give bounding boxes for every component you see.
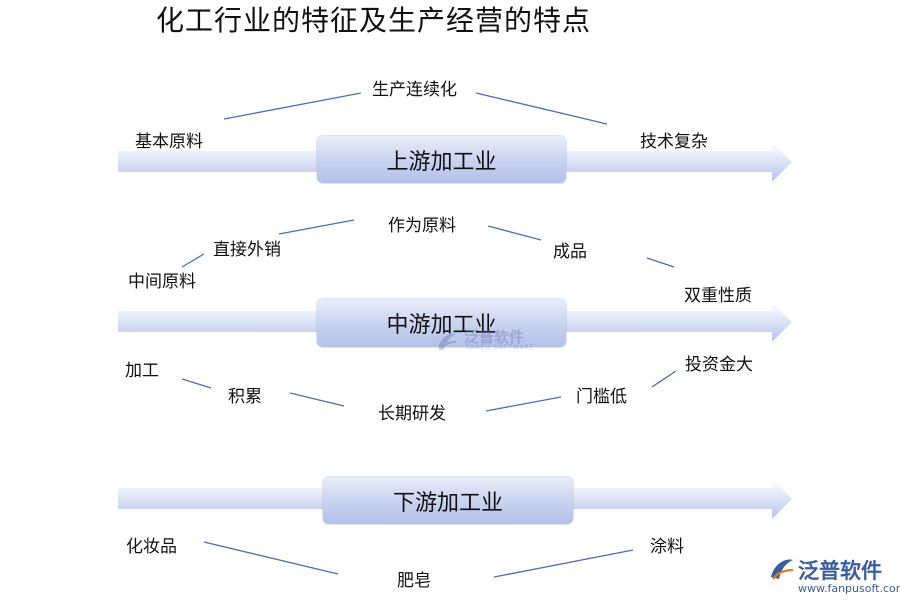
label-investment-large: 投资金大 <box>685 355 753 375</box>
watermark: 泛普软件 FANPU SOFTWARE <box>434 326 544 356</box>
label-basic-raw-material: 基本原料 <box>135 132 203 152</box>
brand-logo: 泛普软件 www.fanpusoft.com <box>768 553 900 600</box>
label-low-threshold: 门槛低 <box>576 387 627 407</box>
brand-logo-text: 泛普软件 <box>798 559 882 583</box>
label-dual-nature: 双重性质 <box>684 286 752 306</box>
downstream-label: 下游加工业 <box>392 490 503 516</box>
line-direct-sales <box>181 253 205 268</box>
line-cosmetics <box>203 541 339 575</box>
line-raw-right <box>487 225 542 241</box>
line-investment <box>651 370 677 388</box>
label-intermediate-raw-material: 中间原料 <box>128 272 196 292</box>
line-finished <box>646 257 675 268</box>
page-title: 化工行业的特征及生产经营的特点 <box>156 4 592 37</box>
watermark-text: 泛普软件 <box>464 328 525 346</box>
label-long-term-rd: 长期研发 <box>378 404 446 424</box>
label-finished-product: 成品 <box>553 242 587 262</box>
line-processing <box>181 378 212 389</box>
label-direct-sales: 直接外销 <box>213 240 281 260</box>
line-continuous-left <box>223 92 362 120</box>
label-accumulation: 积累 <box>228 387 262 407</box>
line-rd-right <box>485 396 562 412</box>
midstream-label: 中游加工业 <box>386 313 497 338</box>
line-continuous-right <box>475 92 608 125</box>
label-soap: 肥皂 <box>397 571 431 591</box>
label-cosmetics: 化妆品 <box>126 537 177 557</box>
downstream-box: 下游加工业 <box>323 477 573 524</box>
watermark-subtext: FANPU SOFTWARE <box>466 344 535 351</box>
label-processing: 加工 <box>125 361 159 381</box>
line-raw-left <box>278 219 355 235</box>
upstream-label: 上游加工业 <box>386 149 497 175</box>
watermark-logo-icon <box>438 333 457 351</box>
label-continuous-production: 生产连续化 <box>372 80 457 100</box>
line-coating <box>493 549 634 578</box>
label-complex-technology: 技术复杂 <box>640 132 708 152</box>
upstream-box: 上游加工业 <box>317 136 566 183</box>
brand-logo-url: www.fanpusoft.com <box>798 582 900 595</box>
brand-logo-icon <box>771 559 794 580</box>
label-coating: 涂料 <box>650 537 684 557</box>
line-accumulation <box>289 392 345 407</box>
midstream-box: 中游加工业 <box>317 299 566 347</box>
label-as-raw-material: 作为原料 <box>388 216 456 236</box>
